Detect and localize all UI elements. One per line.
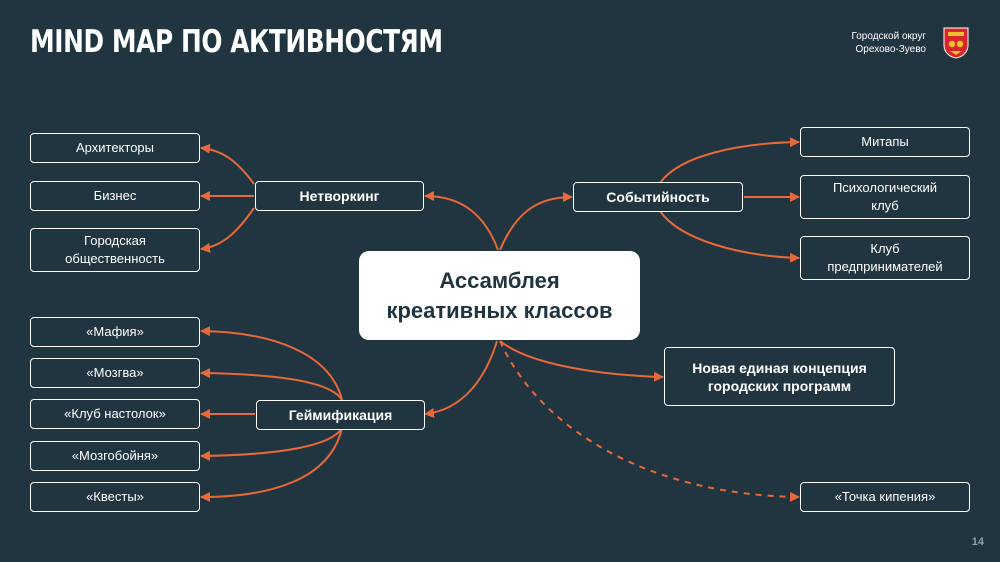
page-title: MIND MAP ПО АКТИВНОСТЯМ [30, 24, 443, 60]
link-center-concept [499, 340, 664, 382]
boiling-point-node: «Точка кипения» [800, 482, 970, 512]
link-events-meetups [659, 137, 800, 184]
entrepreneurs-club-label-line-2: предпринимателей [827, 259, 943, 274]
link-events-entre [659, 210, 800, 263]
link-center-gamification [424, 340, 498, 418]
community-label-line-1: Городская [84, 233, 146, 248]
events-hub: Событийность [573, 182, 743, 212]
networking-hub: Нетворкинг [255, 181, 424, 211]
meetups-label: Митапы [861, 134, 909, 149]
central-node: Ассамблея креативных классов [359, 251, 640, 340]
gamification-hub-label: Геймификация [288, 407, 393, 423]
link-center-events [499, 192, 573, 251]
entrepreneurs-club-node: Клуб предпринимателей [800, 236, 970, 280]
link-center-networking [424, 191, 499, 251]
link-gamification-brainfight [200, 427, 343, 461]
quests-node: «Квесты» [30, 482, 200, 512]
brainfight-label: «Мозгобойня» [71, 448, 159, 463]
community-node: Городская общественность [30, 228, 200, 272]
unified-concept-node: Новая единая концепция городских програм… [664, 347, 895, 406]
boiling-point-label: «Точка кипения» [834, 489, 936, 504]
board-games-club-node: «Клуб настолок» [30, 399, 200, 429]
psych-club-label-line-1: Психологический [832, 180, 938, 195]
mozgva-node: «Мозгва» [30, 358, 200, 388]
business-label: Бизнес [93, 188, 137, 203]
central-node-line-2: креативных классов [386, 297, 613, 323]
org-line-2: Орехово-Зуево [855, 44, 926, 55]
business-node: Бизнес [30, 181, 200, 211]
quests-label: «Квесты» [86, 489, 144, 504]
central-node-line-1: Ассамблея [439, 267, 560, 293]
unified-concept-line-2: городских программ [707, 377, 852, 394]
mafia-label: «Мафия» [86, 324, 144, 339]
link-networking-architects [200, 143, 255, 185]
page-number: 14 [971, 536, 984, 548]
psych-club-node: Психологический клуб [800, 175, 970, 219]
architects-node: Архитекторы [30, 133, 200, 163]
organization-name: Городской округ Орехово-Зуево [786, 30, 927, 56]
link-gamification-quests [200, 427, 343, 502]
mozgva-label: «Мозгва» [86, 365, 144, 380]
mafia-node: «Мафия» [30, 317, 200, 347]
architects-label: Архитекторы [76, 140, 154, 155]
meetups-node: Митапы [800, 127, 970, 157]
events-hub-label: Событийность [606, 189, 710, 205]
link-gamification-mozgva [200, 368, 343, 401]
psych-club-label-line-2: клуб [871, 198, 899, 213]
brainfight-node: «Мозгобойня» [30, 441, 200, 471]
link-networking-community [200, 207, 255, 253]
org-line-1: Городской округ [851, 31, 927, 42]
unified-concept-line-1: Новая единая концепция [692, 359, 867, 376]
city-coat-of-arms-icon [943, 27, 969, 59]
board-games-club-label: «Клуб настолок» [64, 406, 166, 421]
link-center-boiling-point [499, 340, 800, 502]
gamification-hub: Геймификация [256, 400, 425, 430]
link-gamification-mafia [200, 326, 343, 401]
community-label-line-2: общественность [65, 251, 165, 266]
entrepreneurs-club-label-line-1: Клуб [870, 241, 900, 256]
networking-hub-label: Нетворкинг [299, 188, 380, 204]
